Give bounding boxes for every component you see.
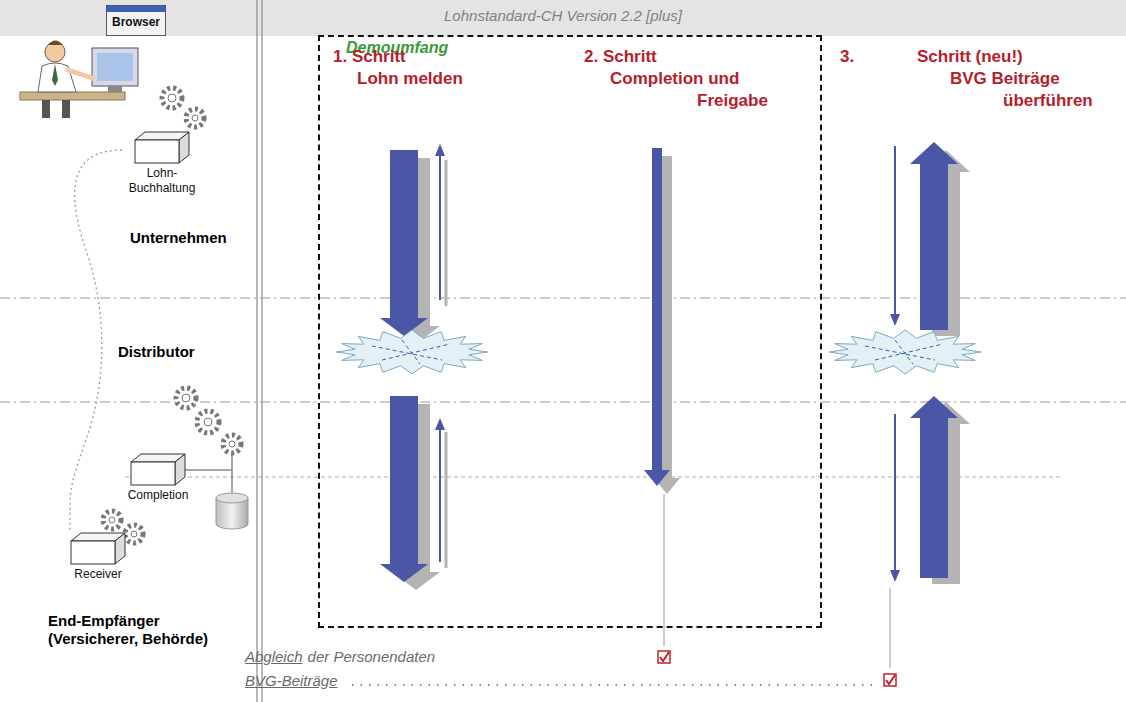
lane-label: Distributor <box>118 343 195 360</box>
step-title: Schritt (neu!) <box>917 47 1023 67</box>
step-number: 1. Schritt <box>333 47 406 67</box>
step2-arrow <box>644 148 680 494</box>
check-note: BVG-Beiträge <box>245 672 338 689</box>
dotted-connector <box>70 150 122 531</box>
browser-window: Browser <box>106 5 166 36</box>
user-illustration <box>20 41 138 119</box>
step-number: 3. <box>840 47 854 67</box>
scope-frame: Demoumfang <box>318 35 822 628</box>
check-note: der Personendaten <box>308 648 436 665</box>
database-cylinder <box>216 493 248 529</box>
network-path <box>865 340 943 364</box>
system-box <box>69 531 127 567</box>
system-box <box>129 452 187 488</box>
check-note: Abgleich <box>245 648 303 665</box>
window-label: Browser <box>112 15 160 29</box>
lane-label: Unternehmen <box>130 229 227 246</box>
network-star <box>336 330 488 374</box>
system-label: Lohn- Buchhaltung <box>122 166 202 196</box>
checkbox <box>658 651 896 686</box>
step-title: Freigabe <box>697 91 768 111</box>
step-title: BVG Beiträge <box>950 69 1060 89</box>
diagram-title: Lohnstandard-CH Version 2.2 [plus] <box>0 7 1126 24</box>
system-node: Completion <box>118 452 198 503</box>
step-title: Completion und <box>610 69 739 89</box>
system-node: Lohn- Buchhaltung <box>122 130 202 196</box>
step-title: überführen <box>1003 91 1093 111</box>
gear-icons <box>103 88 241 543</box>
lane-label: End-Empfänger (Versicherer, Behörde) <box>48 612 226 648</box>
step-number: 2. Schritt <box>584 47 657 67</box>
system-box <box>133 130 191 166</box>
system-node: Receiver <box>58 531 138 582</box>
header-band <box>0 0 1126 36</box>
system-label: Completion <box>118 488 198 503</box>
dotted-leader <box>352 684 874 686</box>
step-title: Lohn melden <box>357 69 463 89</box>
system-label: Receiver <box>58 567 138 582</box>
network-star <box>829 330 981 374</box>
distributor-network <box>336 330 981 374</box>
network-path <box>372 340 450 364</box>
window-titlebar <box>107 6 165 12</box>
